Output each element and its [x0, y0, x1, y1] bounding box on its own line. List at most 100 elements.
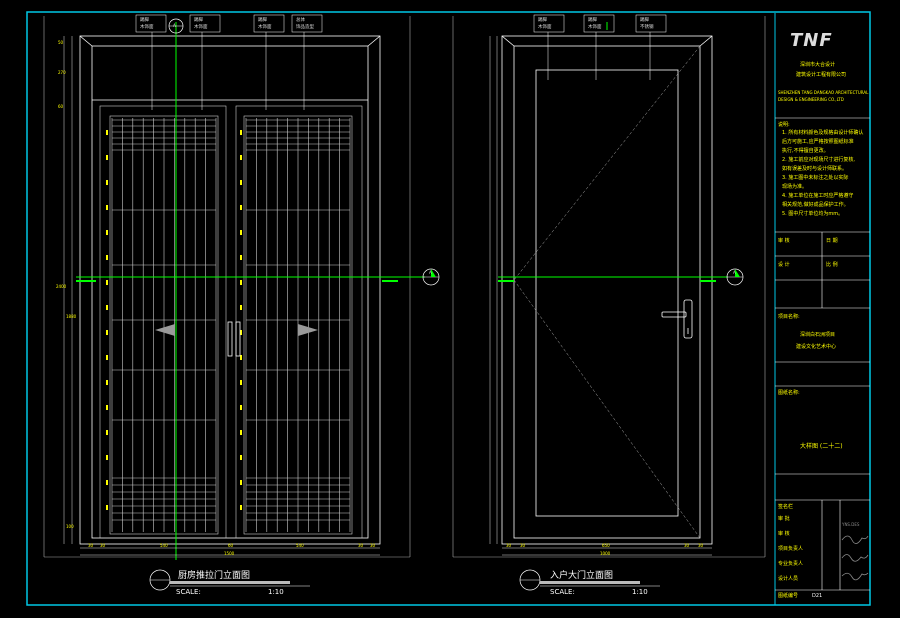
right-dim-2: 30 [520, 543, 526, 548]
right-callout-3-line1: 踢脚 [640, 18, 649, 23]
note-line: 4. 施工单位在施工时应严格遵守 [782, 193, 854, 199]
slide-arrow-right-icon [298, 324, 318, 336]
right-callout-1-line2: 木饰面 [538, 25, 552, 30]
left-callout-1-line2: 木饰面 [140, 25, 154, 30]
left-dim-6: 30 [358, 543, 364, 548]
right-scale-label: SCALE: [550, 588, 575, 596]
left-callout-2-line2: 木饰面 [194, 25, 208, 30]
left-drawing-title: 厨房推拉门立面图 [178, 571, 251, 581]
left-top-marker-icon [168, 18, 184, 34]
right-section-marker-icon [726, 268, 744, 286]
sheet-number-label: 图纸编号 [778, 593, 799, 599]
left-callout-4-line1: 总体 [296, 18, 305, 23]
row-scale-label: 比 例 [826, 262, 838, 268]
right-door-handle [235, 321, 241, 357]
stamp-text: YNS.DES [842, 522, 860, 527]
signature-row-label: 设计人员 [778, 576, 799, 582]
right-dim-1: 30 [506, 543, 512, 548]
left-callout-2-line1: 踢脚 [194, 18, 203, 23]
right-callout-1-line1: 踢脚 [538, 18, 547, 23]
left-dim-1: 30 [88, 543, 94, 548]
right-dim-5: 30 [698, 543, 704, 548]
notes-heading: 说明: [778, 122, 790, 128]
left-section-marker-icon [422, 268, 440, 286]
right-callout-2-line1: 踢脚 [588, 18, 597, 23]
left-side-dim-5: 1880 [66, 314, 77, 319]
left-callout-leaders [135, 14, 323, 110]
left-top-marker-tag: A [173, 23, 176, 28]
kitchen-door-right-leaf [235, 105, 363, 539]
right-dimension-lines [489, 36, 712, 556]
entry-door-handle-icon [661, 299, 693, 339]
left-section-tag: A [429, 270, 432, 275]
row-date-label: 日 期 [826, 238, 838, 244]
signature-row-label: 专业负责人 [778, 561, 804, 567]
slide-arrow-left-icon [155, 324, 175, 336]
note-line: 1. 所有材料颜色及规格由设计师确认 [782, 130, 864, 136]
entry-door-swing-lines [513, 45, 701, 539]
left-callout-3-line2: 木饰面 [258, 25, 272, 30]
row-review-label: 审 核 [778, 238, 790, 244]
left-callout-1-line1: 踢脚 [140, 18, 149, 23]
company-name-cn-2: 建筑设计工程有限公司 [796, 72, 847, 78]
kitchen-door-frame [79, 35, 381, 545]
sheet-number: D21 [812, 593, 823, 599]
signature-label: 签名栏 [778, 504, 794, 510]
left-side-dim-2: 270 [58, 70, 66, 75]
company-name-cn-1: 深圳市大合设计 [800, 62, 836, 68]
right-sheet-border [452, 16, 766, 558]
note-line: 相关规范,做好成品保护工作。 [782, 202, 849, 208]
left-dimension-lines [63, 36, 380, 556]
right-title-marker-icon [519, 569, 660, 591]
left-scale-label: SCALE: [176, 588, 201, 596]
left-side-dim-1: 50 [58, 40, 64, 45]
company-name-en-1: SHENZHEN TANG DANGKAO ARCHITECTURAL [778, 90, 869, 95]
entry-door-frame [501, 35, 713, 545]
kitchen-door-left-leaf [99, 105, 227, 539]
project-name-1: 深圳白石洲项目 [800, 332, 836, 338]
right-callout-2-line2: 木饰面 [588, 25, 602, 30]
right-callout-leaders [533, 14, 667, 80]
left-callout-4-line2: 饰品造型 [296, 25, 314, 30]
left-side-dim-3: 60 [58, 104, 64, 109]
signature-row-label: 审 核 [778, 531, 790, 537]
note-line: 如有误差及时与设计师联系。 [782, 166, 848, 172]
left-dim-3: 540 [160, 543, 168, 548]
right-dim-3: 650 [602, 543, 610, 548]
note-line: 执行,不得擅自更改。 [782, 148, 829, 154]
handwritten-signatures [841, 535, 869, 581]
outer-frame [26, 11, 871, 606]
note-line: 2. 施工前应对现场尺寸进行复核, [782, 157, 855, 163]
left-sheet-border [43, 16, 411, 558]
project-name-2: 建设文化艺术中心 [796, 344, 837, 350]
left-dim-4: 60 [228, 543, 234, 548]
company-name-en-2: DESIGN & ENGINEERING CO.,LTD [778, 97, 844, 102]
right-section-tag: A [733, 270, 736, 275]
left-callout-3-line1: 踢脚 [258, 18, 267, 23]
row-design-label: 设 计 [778, 262, 790, 268]
left-dim-total: 1500 [224, 551, 235, 556]
right-callout-3-line2: 不锈钢 [640, 25, 654, 30]
left-dim-7: 30 [370, 543, 376, 548]
right-drawing-title: 入户大门立面图 [550, 571, 614, 581]
right-leaf-grille [240, 118, 351, 532]
left-door-handle [227, 321, 233, 357]
note-line: 3. 施工图中未标注之处以实际 [782, 175, 849, 181]
drawing-name: 大样图 (二十二) [800, 443, 843, 450]
drawing-name-label: 图纸名称: [778, 390, 800, 396]
project-label: 项目名称: [778, 314, 800, 320]
left-leaf-grille [106, 118, 217, 532]
title-block-grid [775, 117, 870, 591]
signature-row-label: 审 批 [778, 516, 790, 522]
left-dim-2: 30 [100, 543, 106, 548]
right-dim-4: 30 [684, 543, 690, 548]
left-side-dim-6: 100 [66, 524, 74, 529]
right-scale-value: 1:10 [632, 588, 648, 596]
note-line: 后方可施工,应严格按照图纸标准 [782, 139, 854, 145]
signature-row-label: 项目负责人 [778, 546, 804, 552]
left-scale-value: 1:10 [268, 588, 284, 596]
note-line: 5. 图中尺寸单位均为mm。 [782, 211, 844, 217]
company-logo: TNF [790, 30, 833, 51]
left-title-marker-icon [149, 569, 310, 591]
